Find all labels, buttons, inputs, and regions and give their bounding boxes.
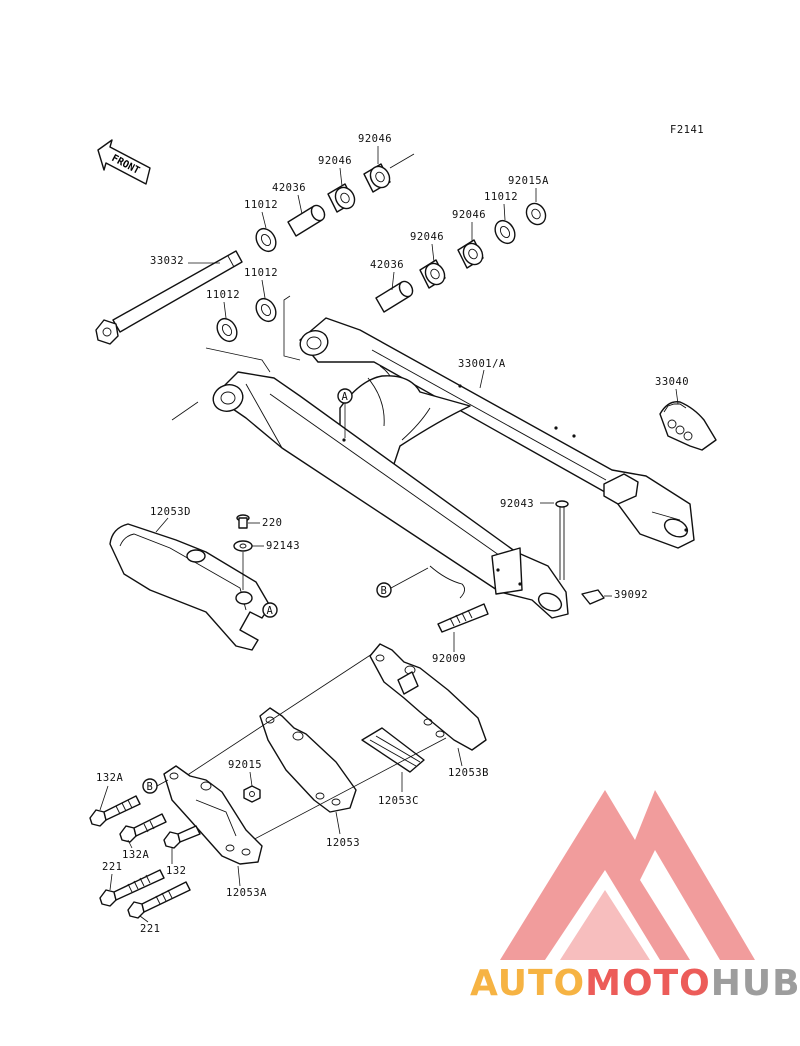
label-92046-b: 92046: [358, 133, 392, 145]
stud-92009: [437, 603, 489, 633]
label-42036-b: 42036: [370, 259, 404, 271]
bearing-92046-d: [457, 239, 484, 269]
label-92046-d: 92046: [452, 209, 486, 221]
callout-a-text: A: [342, 391, 349, 403]
sleeve-42036-a: [287, 204, 326, 237]
bolt-132a-b: [119, 813, 167, 843]
svg-text:AUTOMOTOHUB: AUTOMOTOHUB: [470, 963, 800, 1004]
front-arrow-icon: FRONT: [97, 139, 151, 185]
label-92015: 92015: [228, 759, 262, 771]
watermark-auto: AUTO: [470, 963, 585, 1004]
guide-plate-12053: [259, 707, 357, 813]
clip-39092: [581, 589, 605, 605]
label-33040: 33040: [655, 376, 689, 388]
label-42036-a: 42036: [272, 182, 306, 194]
bolt-132a-a: [89, 795, 141, 827]
bolt-221-b: [127, 881, 191, 919]
washer-92143: [233, 540, 253, 552]
label-12053b: 12053B: [448, 767, 489, 779]
bolt-221-a: [99, 869, 165, 907]
bearing-92046-b: [363, 163, 391, 193]
callout-b-text: B: [381, 585, 388, 597]
chain-guide-12053b: [369, 643, 487, 751]
label-12053: 12053: [326, 837, 360, 849]
nut-92015: [243, 785, 261, 803]
label-92046-c: 92046: [410, 231, 444, 243]
callout-b-guard: B: [142, 778, 169, 794]
bolt-220: [236, 514, 250, 529]
seal-92015a: [525, 202, 547, 226]
label-132: 132: [166, 865, 186, 877]
label-221-b: 221: [140, 923, 160, 935]
guide-pad-12053c: [361, 727, 425, 773]
callout-b-swingarm: B: [376, 567, 429, 598]
label-220: 220: [262, 517, 282, 529]
callout-a-swingarm: A: [337, 388, 353, 438]
label-92043: 92043: [500, 498, 534, 510]
guard-12053a: [163, 765, 263, 865]
swingarm: [212, 317, 695, 619]
label-92009: 92009: [432, 653, 466, 665]
collar-11012-c: [216, 317, 238, 343]
callout-a-slider-text: A: [267, 605, 274, 617]
label-39092: 39092: [614, 589, 648, 601]
automotohub-logo: AUTOMOTOHUB: [470, 790, 800, 1004]
label-12053a: 12053A: [226, 887, 267, 899]
pivot-shaft: [95, 250, 243, 345]
label-11012-a: 11012: [244, 199, 278, 211]
pin-92043: [555, 500, 569, 580]
label-132a-a: 132A: [96, 772, 123, 784]
sleeve-42036-b: [375, 280, 414, 313]
bearing-92046-c: [419, 259, 446, 289]
label-92143: 92143: [266, 540, 300, 552]
label-221-a: 221: [102, 861, 122, 873]
watermark-hub: HUB: [711, 963, 800, 1004]
collar-11012-b: [255, 297, 277, 323]
collar-11012-a: [255, 227, 277, 253]
label-33032: 33032: [150, 255, 184, 267]
chain-adjuster-33040: [659, 401, 717, 451]
label-92046-a: 92046: [318, 155, 352, 167]
label-132a-b: 132A: [122, 849, 149, 861]
label-11012-d: 11012: [484, 191, 518, 203]
label-12053d: 12053D: [150, 506, 191, 518]
label-11012-b: 11012: [244, 267, 278, 279]
label-11012-c: 11012: [206, 289, 240, 301]
collar-11012-d: [494, 219, 516, 245]
watermark-moto: MOTO: [585, 963, 711, 1004]
bearing-92046-a: [327, 183, 356, 213]
figure-code: F2141: [670, 124, 704, 136]
chain-slider-12053d: [109, 523, 271, 651]
label-12053c: 12053C: [378, 795, 419, 807]
callout-b-guard-text: B: [147, 781, 154, 793]
bolt-132: [163, 825, 201, 849]
label-33001a: 33001/A: [458, 358, 506, 370]
callout-a-slider: A: [262, 602, 278, 618]
label-92015a: 92015A: [508, 175, 549, 187]
